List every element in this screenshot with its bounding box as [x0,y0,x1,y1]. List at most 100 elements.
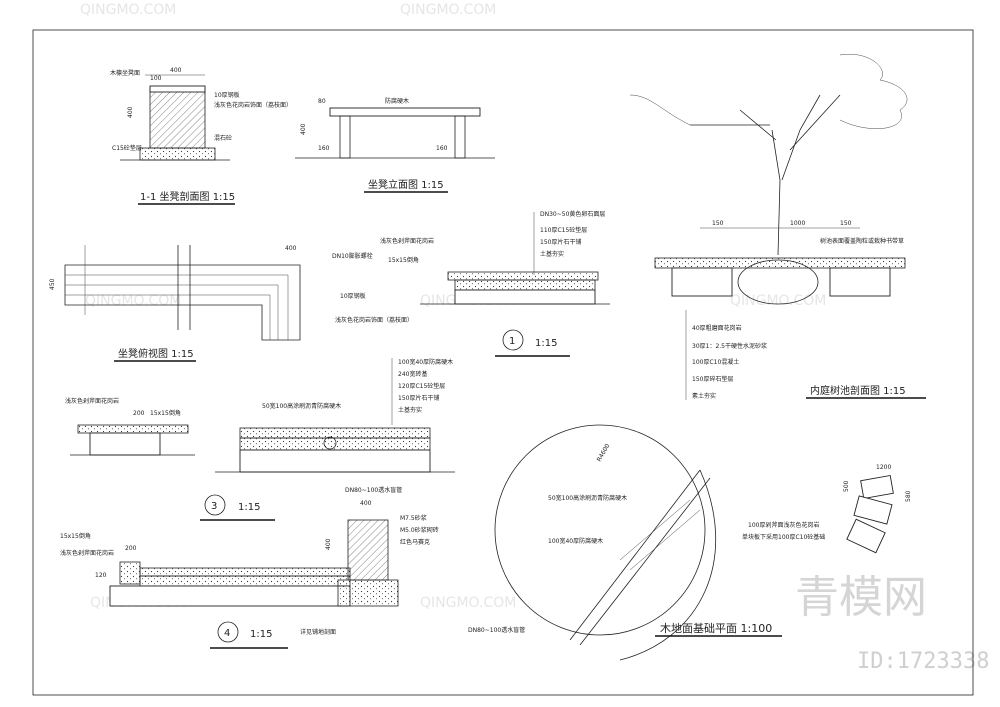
annotation: 单块板下采用100厚C10砼基础 [742,533,825,541]
annotation: 120厚C15砼垫层 [398,382,445,390]
dim-label: 150 [712,220,724,227]
annotation: 红色马赛克 [400,538,430,546]
annotation: DN80~100透水盲管 [468,626,525,634]
bench-plan-detail: 400 450 DN10膨胀螺栓 10厚钢板 浅灰色花岗岩饰面（荔枝面） 坐凳俯… [49,245,413,362]
bench-stone-block [149,87,206,149]
dim-label: 400 [170,67,182,74]
step-stone [853,495,893,525]
annotation: 150厚片石干铺 [398,394,439,402]
tree-trunk [690,94,841,256]
detail-scale: 1:15 [250,629,272,640]
dim-label: 400 [360,500,372,507]
dim-label: 450 [49,278,56,290]
annotation: M5.0砂浆砌砖 [400,526,439,534]
dim-label: 150 [840,220,852,227]
annotation: 150厚片石干铺 [540,238,581,246]
wood-floor-plan: 50宽100高涂刷沥青防腐硬木 100宽40厚防腐硬木 DN80~100透水盲管… [468,424,782,661]
dim-label: 200 [133,410,145,417]
wall-footing [337,579,399,607]
step-stone-detail: 1200 500 580 100厚剁斧面浅灰色花岗岩 单块板下采用100厚C10… [742,464,912,554]
annotation: 浅灰色剁斧面花岗岩 [380,237,434,245]
concrete-layer [139,575,351,587]
dim-label: 400 [127,106,134,118]
watermark-site: QINGMO.COM [730,293,826,309]
annotation: 150厚碎石垫层 [692,375,733,383]
stone-layer [89,432,161,456]
dim-label: 160 [318,145,330,152]
annotation: 10厚钢板 [214,91,240,99]
annotation: 木檩坐凳面 [110,69,140,77]
step-stone [846,518,886,554]
annotation: 土基夯实 [398,406,422,414]
title-section-1-1: 1-1 坐凳剖面图 1:15 [140,190,235,203]
concrete-layer [454,279,596,291]
dim-label: 1000 [790,220,805,227]
detail-1: 浅灰色剁斧面花岗岩 15x15倒角 DN30~50黄色卵石面层 110厚C15砼… [380,210,610,357]
annotation: 30厚1：2.5干硬性水泥砂浆 [692,342,767,350]
dim-label: 100 [150,75,162,82]
concrete-footing [139,147,216,161]
drain-pipe [323,436,337,450]
annotation: DN10膨胀螺栓 [332,252,373,260]
stone-layer [109,585,351,607]
dim-label: 580 [905,490,912,502]
stone-layer [239,449,431,473]
wood-layer [239,427,431,439]
plan-circle [494,424,706,636]
bench-plan-outline [64,264,301,341]
annotation: 240宽砖基 [398,370,427,378]
detail-4: 15x15倒角 200 浅灰色剁斧面花岗岩 120 400 400 M7.5砂浆… [60,500,439,649]
annotation: 100宽40厚防腐硬木 [398,358,453,366]
annotation: C15砼垫层 [112,144,142,152]
detail-marker [204,494,226,516]
detail-number: 4 [224,628,230,639]
tree-pool-detail: 150 1000 150 树池表面覆盖陶粒或栽种书带草 40厚粗磨面花岗岩 30… [629,53,926,400]
annotation: 15x15倒角 [150,409,181,417]
pool-wall [671,267,733,297]
dim-label: 80 [318,98,326,105]
dim-label: 200 [125,545,137,552]
dim-label: 120 [95,572,107,579]
watermark-site: QINGMO.COM [420,595,516,611]
dim-label: 500 [843,480,850,492]
annotation: 防腐硬木 [385,97,409,105]
watermark-site: QINGMO.COM [400,2,496,18]
curb-stone [119,561,141,585]
detail-number: 1 [509,336,515,347]
radius-label: R4600 [596,443,612,463]
annotation: 100厚剁斧面浅灰色花岗岩 [748,521,819,529]
annotation: 土基夯实 [540,250,564,258]
annotation: 40厚粗磨面花岗岩 [692,324,742,332]
title-wood-floor: 木地面基础平面 1:100 [660,622,772,635]
elevation-leg [339,115,351,159]
step-stone [860,475,894,499]
annotation: 15x15倒角 [388,256,419,264]
annotation: M7.5砂浆 [400,514,427,522]
dim-label: 400 [285,245,297,252]
tree-canopy [629,53,908,129]
annotation: 100厚C10混凝土 [692,358,739,366]
annotation: 浅灰色剁斧面花岗岩 [65,397,119,405]
annotation: 50宽100高涂刷沥青防腐硬木 [262,402,341,410]
brick-wall [347,519,389,581]
annotation: 浅灰色剁斧面花岗岩 [60,549,114,557]
annotation: 混石砼 [214,134,232,142]
annotation: DN80~100透水盲管 [345,486,402,494]
elevation-seat [329,107,481,117]
elevation-leg [454,115,466,159]
pebble-layer [447,271,599,281]
paving-layer [139,567,351,577]
watermark-site: QINGMO.COM [85,293,181,309]
pool-wall [829,267,891,297]
annotation: 15x15倒角 [60,532,91,540]
paving-layer [654,257,906,269]
drawing-frame [32,29,974,696]
bench-elevation-detail: 防腐硬木 80 160 160 400 坐凳立面图 1:15 [295,97,495,193]
bench-seat [149,85,206,93]
watermark-site: QINGMO.COM [80,2,176,18]
annotation: 素土夯实 [692,392,716,400]
annotation: 10厚钢板 [340,292,366,300]
granite-layer [77,424,189,434]
title-bench-plan: 坐凳俯视图 1:15 [118,347,194,360]
